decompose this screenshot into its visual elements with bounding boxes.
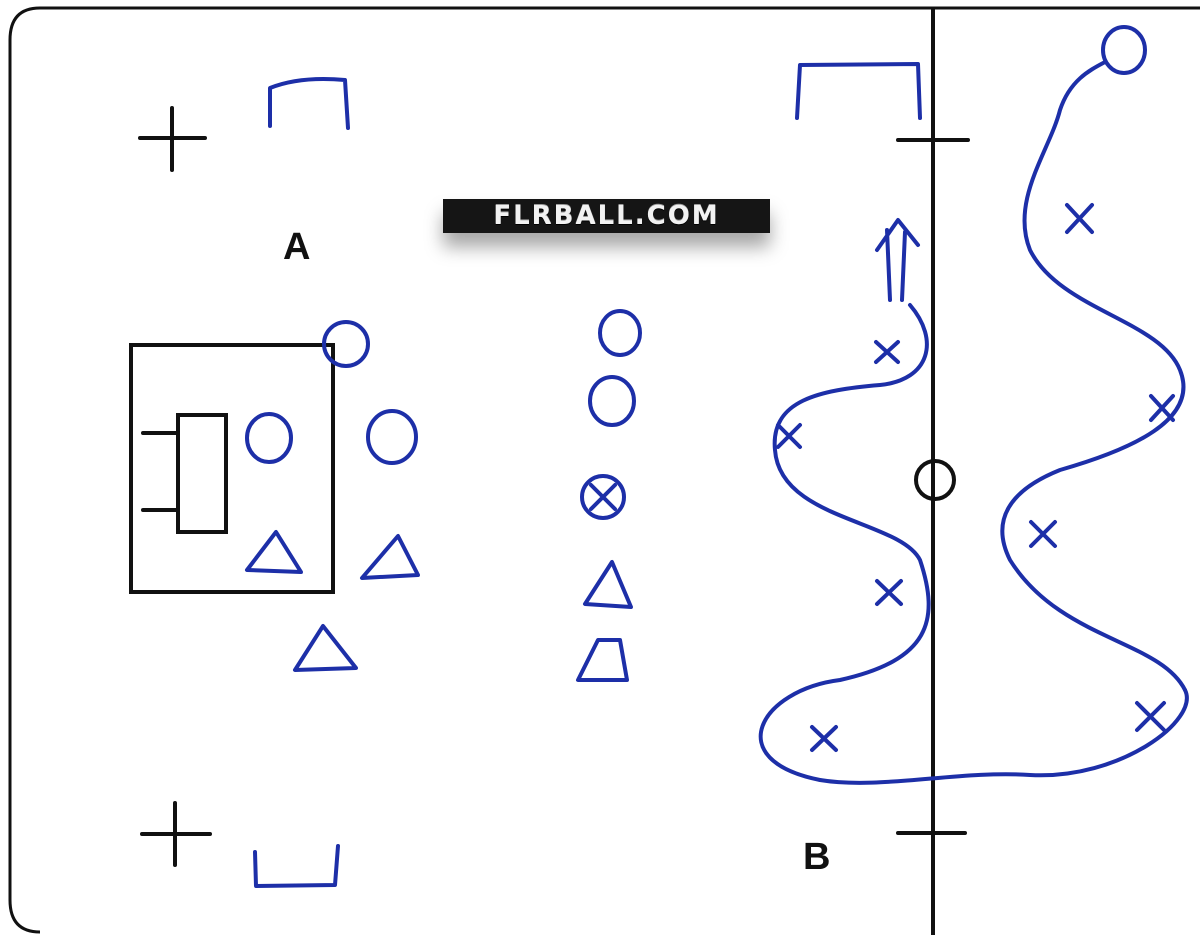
player-circle-icon [247,414,291,462]
zone-label-b: B [803,838,830,876]
player-triangle-icon [578,640,627,680]
player-triangle-icon [247,532,301,572]
player-triangle-icon [362,536,418,578]
cone-marker-icon [1067,205,1092,232]
dribble-arrow-icon [877,220,918,300]
mini-goal-bottom-left-icon [255,846,338,886]
player-circle-icon [590,377,634,425]
dribble-path-right [1002,62,1185,690]
goal-area-box [131,345,333,592]
return-path-bottom [820,690,1187,783]
player-circle-icon [600,311,640,355]
drill-elements [247,27,1187,886]
cone-marker-icon [812,727,836,750]
ball-carrier-cross [591,485,615,509]
cone-marker-icon [1031,522,1055,546]
mini-goal-top-right-icon [797,64,920,118]
field-markings [131,10,968,935]
player-triangle-icon [585,562,631,607]
cone-marker-icon [1137,703,1164,730]
cone-marker-icon [877,581,901,604]
cone-marker-icon [876,342,898,362]
player-circle-icon [1103,27,1145,73]
goal-icon [178,415,226,532]
zone-label-a: A [283,228,310,266]
cone-marker-icon [1151,396,1173,420]
player-circle-icon [368,411,416,463]
player-triangle-icon [295,626,356,670]
watermark-logo: FLRBALL.COM [443,199,770,233]
board-border [10,8,1200,932]
dribble-path-left [761,305,929,780]
mini-goal-top-left-icon [270,79,348,128]
cone-marker-icon [778,425,800,447]
